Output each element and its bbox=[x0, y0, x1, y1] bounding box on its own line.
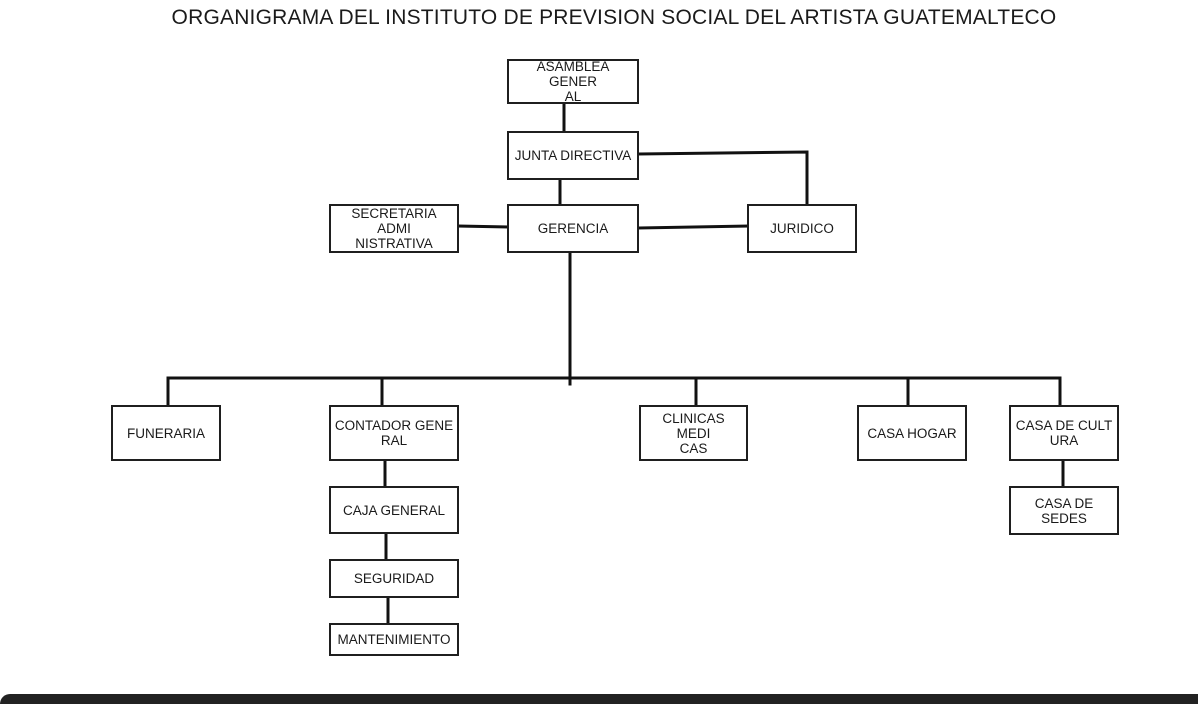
node-label: SEGURIDAD bbox=[353, 571, 435, 586]
node-mantenimiento: MANTENIMIENTO bbox=[329, 623, 459, 656]
connector-junta-juridico bbox=[637, 150, 809, 206]
page-title: ORGANIGRAMA DEL INSTITUTO DE PREVISION S… bbox=[171, 6, 1057, 29]
node-gerencia: GERENCIA bbox=[507, 204, 639, 253]
node-label: FUNERARIA bbox=[126, 425, 205, 441]
node-casa-de-sedes: CASA DE SEDES bbox=[1009, 486, 1119, 535]
node-label: CAJA GENERAL bbox=[342, 502, 446, 518]
node-label: CONTADOR GENE RAL bbox=[334, 418, 454, 448]
node-label: CASA DE SEDES bbox=[1034, 495, 1094, 526]
node-label: CLINICAS MEDI CAS bbox=[662, 410, 725, 456]
node-label: CASA HOGAR bbox=[867, 425, 957, 441]
node-label: ASAMBLEA GENER AL bbox=[536, 59, 610, 104]
screen-bottom-edge bbox=[0, 694, 1198, 704]
node-contador-general: CONTADOR GENE RAL bbox=[329, 405, 459, 461]
connector-secretaria-gerencia bbox=[456, 224, 510, 229]
node-label: GERENCIA bbox=[537, 221, 609, 236]
node-funeraria: FUNERARIA bbox=[111, 405, 221, 461]
node-label: MANTENIMIENTO bbox=[337, 632, 451, 647]
node-junta-directiva: JUNTA DIRECTIVA bbox=[507, 131, 639, 180]
node-clinicas-medicas: CLINICAS MEDI CAS bbox=[639, 405, 748, 461]
node-juridico: JURIDICO bbox=[747, 204, 857, 253]
node-secretaria-administrativa: SECRETARIA ADMI NISTRATIVA bbox=[329, 204, 459, 253]
node-label: CASA DE CULT URA bbox=[1015, 418, 1113, 448]
node-label: SECRETARIA ADMI NISTRATIVA bbox=[351, 206, 437, 251]
node-caja-general: CAJA GENERAL bbox=[329, 486, 459, 534]
node-label: JUNTA DIRECTIVA bbox=[514, 148, 632, 163]
node-seguridad: SEGURIDAD bbox=[329, 559, 459, 598]
node-asamblea-general: ASAMBLEA GENER AL bbox=[507, 59, 639, 104]
connector-gerencia-juridico bbox=[637, 224, 750, 230]
node-label: JURIDICO bbox=[770, 221, 834, 236]
node-casa-de-cultura: CASA DE CULT URA bbox=[1009, 405, 1119, 461]
node-casa-hogar: CASA HOGAR bbox=[857, 405, 967, 461]
